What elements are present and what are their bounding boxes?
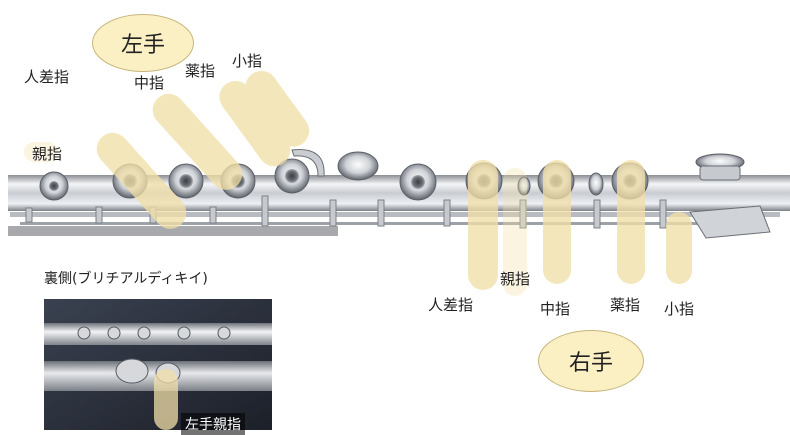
lever-lh-little (291, 149, 325, 177)
inset-photo (44, 299, 272, 430)
marker-lh-ring (219, 80, 291, 167)
label-rh-index: 人差指 (428, 296, 474, 314)
finger-markers (24, 70, 692, 296)
inset-label: 左手親指 (181, 413, 245, 435)
marker-lh-thumb (24, 142, 58, 162)
label-rh-middle: 中指 (540, 300, 571, 318)
left-hand-bubble: 左手 (92, 14, 194, 72)
marker-lh-middle (152, 93, 243, 190)
key-trill-2 (517, 176, 531, 196)
marker-rh-little (666, 212, 692, 284)
marker-lh-index (96, 132, 187, 229)
foot-keys (689, 205, 771, 239)
inset-flute-back (44, 299, 272, 430)
key-rod (10, 212, 780, 217)
key-closed-1 (337, 151, 379, 181)
label-rh-ring: 薬指 (610, 296, 641, 314)
marker-rh-ring (617, 160, 645, 284)
inset-title: 裏側(ブリチアルディキイ) (44, 271, 208, 287)
label-lh-middle: 中指 (134, 74, 165, 92)
small-keys (25, 195, 667, 229)
label-lh-ring: 薬指 (185, 62, 216, 80)
label-lh-thumb: 親指 (32, 145, 63, 163)
label-rh-little: 小指 (664, 300, 695, 318)
marker-rh-middle (543, 160, 571, 284)
body-shadow (8, 226, 338, 236)
label-lh-index: 人差指 (24, 68, 70, 86)
key-rod-lower (20, 222, 760, 225)
marker-rh-index (468, 160, 498, 290)
marker-rh-thumb (503, 168, 527, 296)
label-rh-thumb: 親指 (500, 270, 531, 288)
key-trill (588, 172, 604, 196)
right-hand-label: 右手 (568, 351, 613, 376)
marker-lh-little (245, 70, 310, 147)
label-lh-little: 小指 (232, 52, 263, 70)
right-hand-bubble: 右手 (538, 330, 644, 392)
left-hand-label: 左手 (120, 33, 165, 58)
